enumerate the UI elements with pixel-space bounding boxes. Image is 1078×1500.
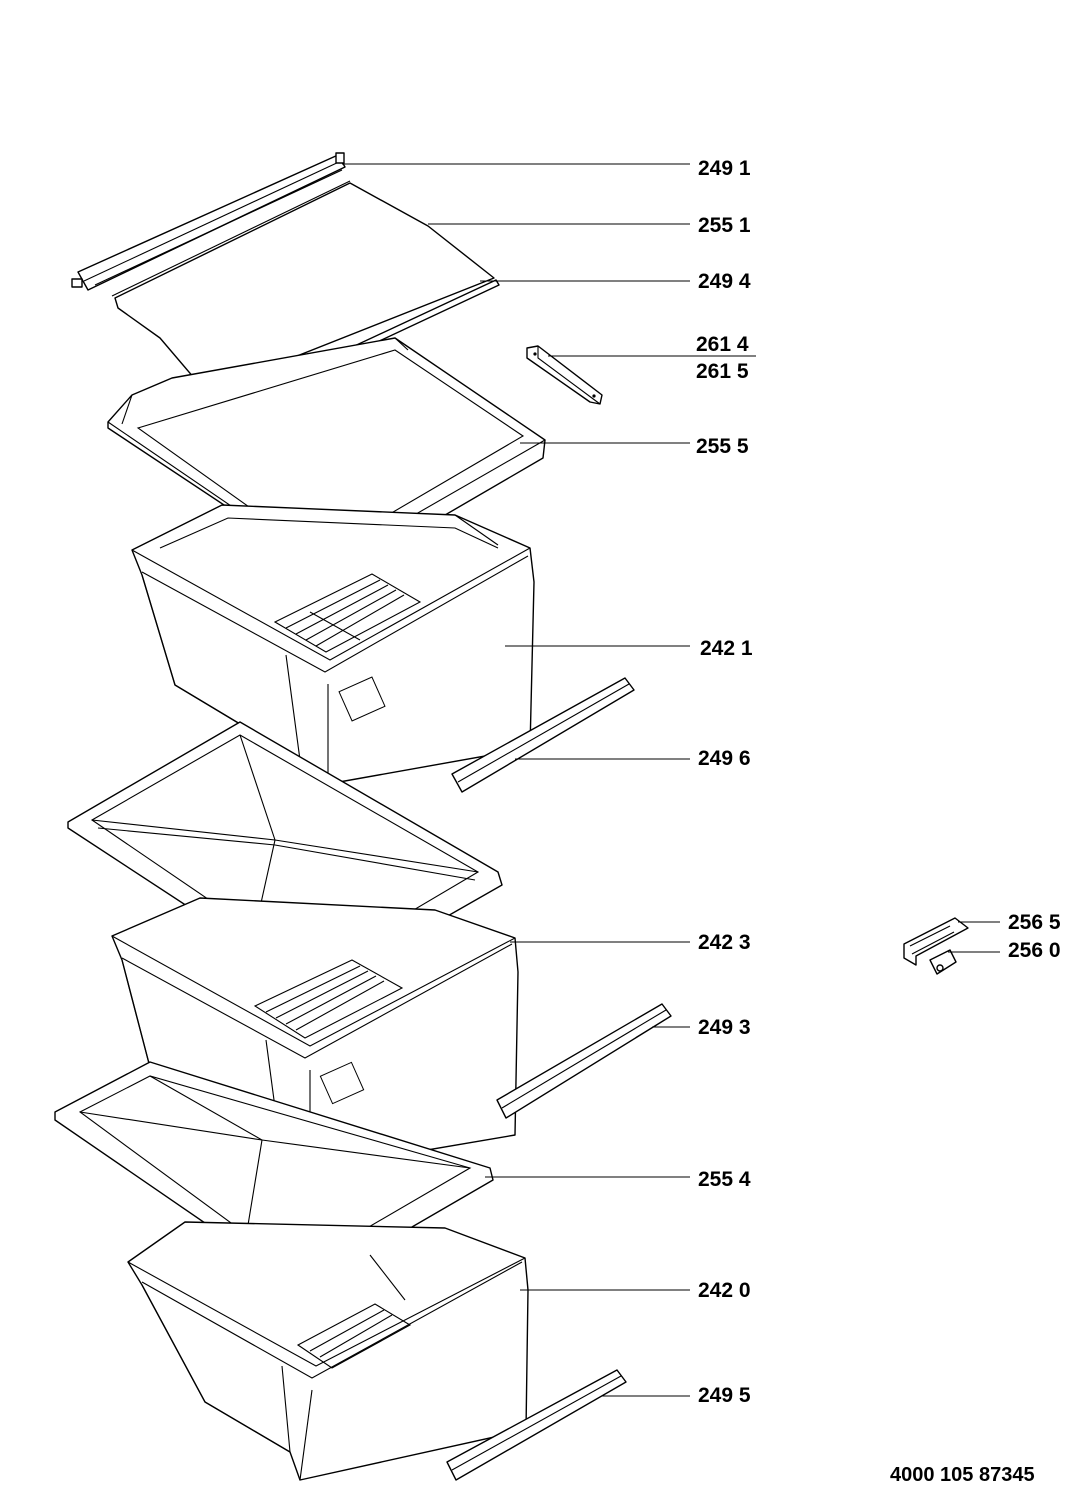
- lower-drawer-vent-grille: [296, 1303, 412, 1369]
- label-249-1: 249 1: [698, 157, 751, 180]
- document-number: 4000 105 87345: [890, 1464, 1035, 1486]
- part-249-5-front-strip: [446, 1369, 627, 1481]
- label-255-5: 255 5: [696, 435, 749, 458]
- label-261-5: 261 5: [696, 360, 749, 383]
- part-255-1-glass-shelf: [111, 180, 495, 393]
- label-249-6: 249 6: [698, 747, 751, 770]
- label-256-0: 256 0: [1008, 939, 1061, 962]
- part-249-6-front-strip: [451, 677, 635, 793]
- part-242-1-upper-drawer: [131, 504, 535, 785]
- label-256-5: 256 5: [1008, 911, 1061, 934]
- label-261-4: 261 4: [696, 333, 749, 356]
- label-242-0: 242 0: [698, 1279, 751, 1302]
- part-242-0-lower-drawer: [127, 1221, 529, 1481]
- upper-drawer-vent-grille: [273, 573, 422, 653]
- part-256-0-clip: [929, 949, 957, 975]
- label-249-5: 249 5: [698, 1384, 751, 1407]
- part-249-3-front-strip: [496, 1003, 672, 1119]
- part-261-4-bracket: [526, 345, 603, 405]
- label-249-4: 249 4: [698, 270, 751, 293]
- part-255-5-cover-frame: [107, 337, 546, 583]
- label-249-3: 249 3: [698, 1016, 751, 1039]
- part-249-1-trim-strip: [71, 152, 346, 291]
- label-255-4: 255 4: [698, 1168, 751, 1191]
- label-242-1: 242 1: [700, 637, 753, 660]
- middle-drawer-vent-grille: [253, 959, 404, 1039]
- part-256-5-clip: [903, 917, 969, 966]
- leader-lines: [342, 163, 1000, 1397]
- label-255-1: 255 1: [698, 214, 751, 237]
- label-242-3: 242 3: [698, 931, 751, 954]
- part-labels: 249 1 255 1 249 4 261 4 261 5 255 5 242 …: [696, 157, 1061, 1486]
